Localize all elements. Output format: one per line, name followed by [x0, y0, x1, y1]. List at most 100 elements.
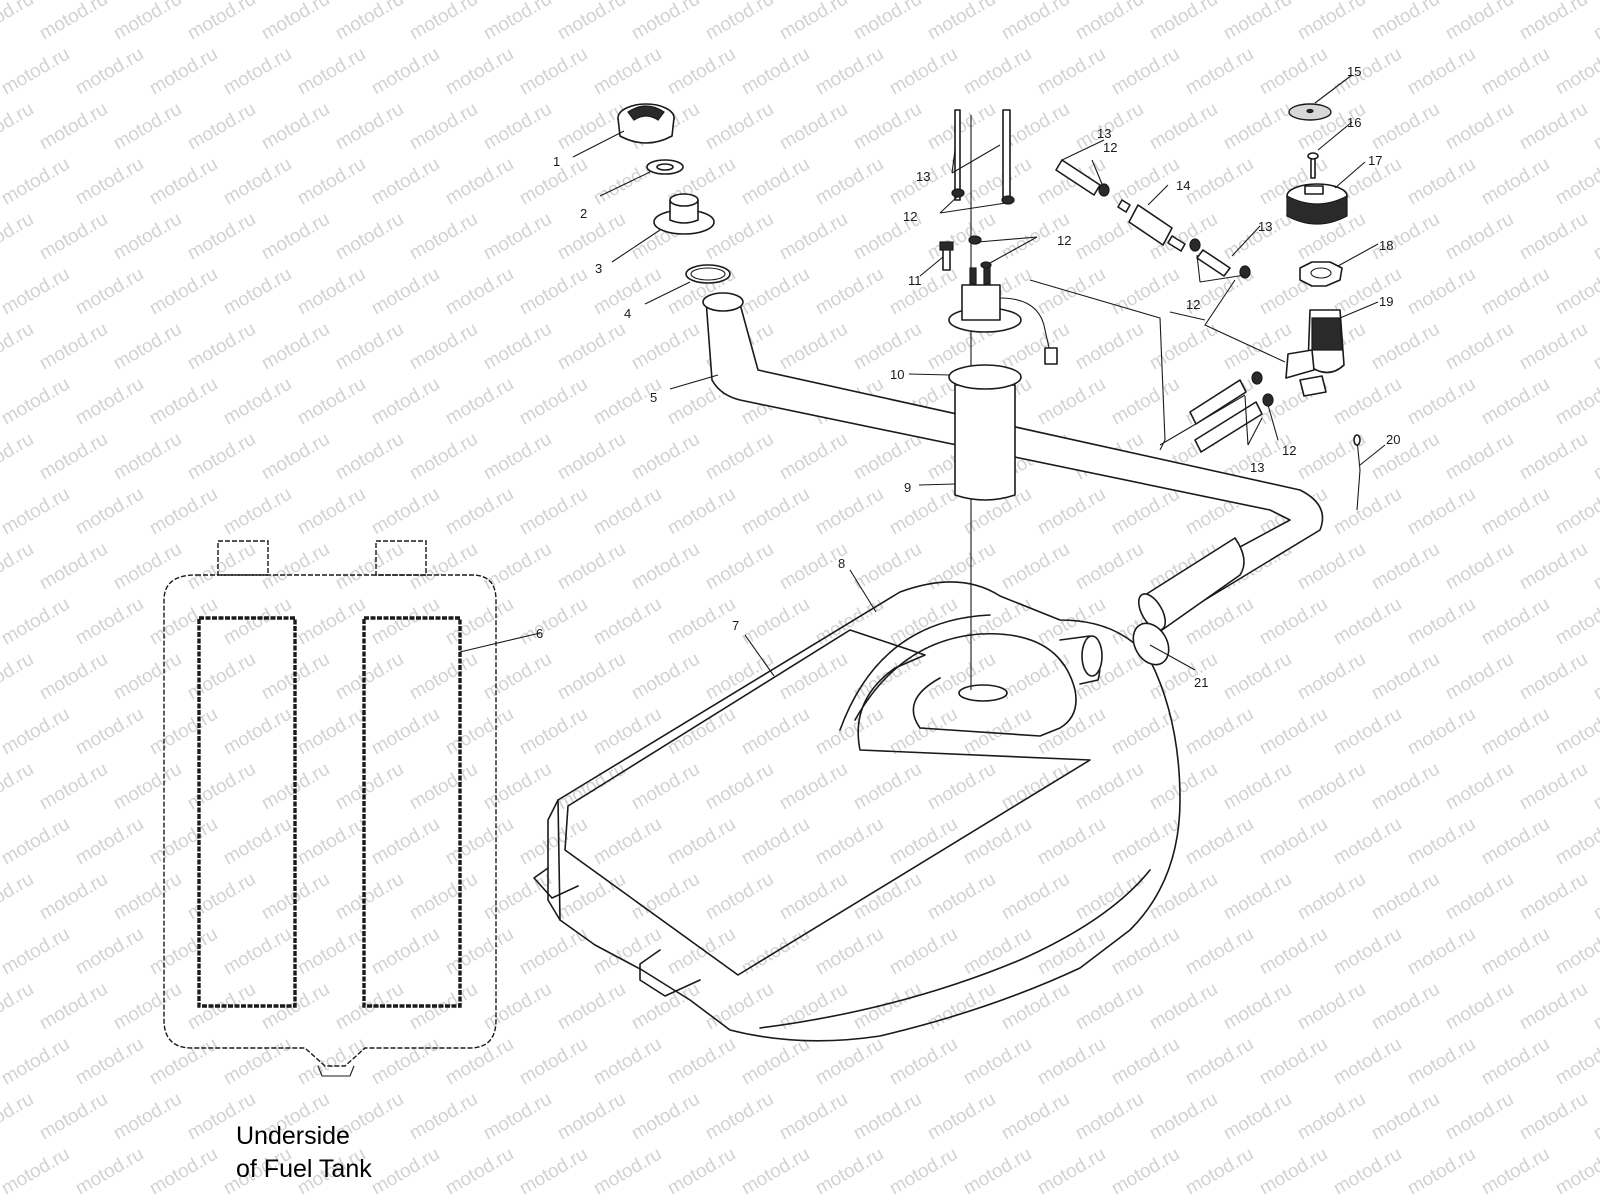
watermark-text: motod.ru — [36, 429, 111, 485]
watermark-text: motod.ru — [146, 264, 221, 320]
fuel-line-clamp-12-upper — [1098, 183, 1110, 197]
watermark-text: motod.ru — [480, 429, 555, 485]
watermark-text: motod.ru — [1034, 1144, 1109, 1200]
callout-16: 16 — [1347, 115, 1361, 130]
watermark-text: motod.ru — [1552, 264, 1600, 320]
watermark-text: motod.ru — [480, 649, 555, 705]
fuel-tank-mount-tab-right — [639, 949, 701, 997]
watermark-text: motod.ru — [590, 814, 665, 870]
watermark-text: motod.ru — [1368, 1089, 1443, 1145]
watermark-text: motod.ru — [184, 0, 259, 44]
watermark-text: motod.ru — [72, 1144, 147, 1200]
watermark-text: motod.ru — [1330, 374, 1405, 430]
watermark-text: motod.ru — [1220, 0, 1295, 44]
callout-13-vent: 13 — [916, 169, 930, 184]
underside-drain — [317, 1065, 355, 1077]
watermark-text: motod.ru — [664, 594, 739, 650]
watermark-text: motod.ru — [590, 924, 665, 980]
watermark-text: motod.ru — [776, 1089, 851, 1145]
watermark-text: motod.ru — [1330, 484, 1405, 540]
watermark-text: motod.ru — [960, 44, 1035, 100]
watermark-text: motod.ru — [554, 869, 629, 925]
pickup-tube-9 — [954, 384, 1016, 501]
watermark-text: motod.ru — [1516, 869, 1591, 925]
watermark-text: motod.ru — [702, 429, 777, 485]
watermark-text: motod.ru — [738, 1144, 813, 1200]
tank-underside-view — [163, 540, 497, 1077]
watermark-text: motod.ru — [480, 1089, 555, 1145]
watermark-text: motod.ru — [1072, 759, 1147, 815]
watermark-text: motod.ru — [1404, 154, 1479, 210]
watermark-text: motod.ru — [850, 429, 925, 485]
wire-clip-20 — [1356, 439, 1361, 511]
sender-washer-12c — [968, 235, 982, 245]
watermark-text: motod.ru — [220, 264, 295, 320]
watermark-text: motod.ru — [702, 539, 777, 595]
callout-19: 19 — [1379, 294, 1393, 309]
watermark-text: motod.ru — [1330, 1144, 1405, 1200]
watermark-text: motod.ru — [1146, 0, 1221, 44]
watermark-text: motod.ru — [1516, 649, 1591, 705]
callout-labels: 1 2 3 4 5 6 7 8 9 10 11 12 12 12 12 12 1… — [536, 64, 1400, 690]
pump-nut-18-hole — [1310, 267, 1332, 279]
fuel-tank-mount-tab-left — [533, 867, 579, 899]
watermark-text: motod.ru — [628, 979, 703, 1035]
fuel-line-13-lower-a — [1189, 379, 1247, 425]
watermark-text: motod.ru — [480, 319, 555, 375]
watermark-text: motod.ru — [1590, 649, 1600, 705]
watermark-text: motod.ru — [258, 0, 333, 44]
watermark-text: motod.ru — [1368, 539, 1443, 595]
watermark-text: motod.ru — [36, 759, 111, 815]
watermark-text: motod.ru — [702, 979, 777, 1035]
watermark-text: motod.ru — [554, 209, 629, 265]
watermark-text: motod.ru — [628, 539, 703, 595]
watermark-text: motod.ru — [368, 1144, 443, 1200]
watermark-text: motod.ru — [1182, 44, 1257, 100]
callout-17: 17 — [1368, 153, 1382, 168]
callout-5: 5 — [650, 390, 657, 405]
watermark-text: motod.ru — [0, 209, 37, 265]
watermark-text: motod.ru — [1034, 154, 1109, 210]
watermark-text: motod.ru — [1442, 759, 1517, 815]
watermark-text: motod.ru — [0, 1144, 73, 1200]
callout-12-upper: 12 — [1103, 140, 1117, 155]
sender-fitting-a — [969, 267, 977, 285]
watermark-text: motod.ru — [36, 209, 111, 265]
watermark-text: motod.ru — [332, 319, 407, 375]
watermark-text: motod.ru — [628, 759, 703, 815]
watermark-text: motod.ru — [998, 649, 1073, 705]
watermark-text: motod.ru — [0, 429, 37, 485]
watermark-text: motod.ru — [516, 264, 591, 320]
watermark-text: motod.ru — [332, 99, 407, 155]
watermark-text: motod.ru — [220, 1034, 295, 1090]
watermark-text: motod.ru — [590, 1034, 665, 1090]
watermark-text: motod.ru — [1330, 924, 1405, 980]
watermark-text: motod.ru — [590, 484, 665, 540]
watermark-text: motod.ru — [110, 539, 185, 595]
watermark-text: motod.ru — [184, 99, 259, 155]
pump-screw-16-head — [1307, 152, 1319, 160]
watermark-text: motod.ru — [332, 649, 407, 705]
watermark-text: motod.ru — [776, 319, 851, 375]
watermark-text: motod.ru — [924, 759, 999, 815]
watermark-text: motod.ru — [1182, 704, 1257, 760]
watermark-text: motod.ru — [72, 1034, 147, 1090]
watermark-text: motod.ru — [886, 924, 961, 980]
watermark-text: motod.ru — [1256, 704, 1331, 760]
fuel-pump-19-port-lower — [1299, 375, 1327, 397]
watermark-text: motod.ru — [1590, 869, 1600, 925]
fuel-line-13-upper — [1055, 159, 1101, 196]
watermark-text: motod.ru — [442, 1034, 517, 1090]
pump-cover-17-side — [1286, 195, 1348, 225]
watermark-text: motod.ru — [1404, 484, 1479, 540]
watermark-text: motod.ru — [184, 869, 259, 925]
watermark-text: motod.ru — [1404, 594, 1479, 650]
fuel-tank — [533, 581, 1181, 1042]
watermark-text: motod.ru — [924, 869, 999, 925]
watermark-text: motod.ru — [776, 869, 851, 925]
watermark-text: motod.ru — [1478, 264, 1553, 320]
watermark-text: motod.ru — [72, 924, 147, 980]
fuel-line-clamp-12-mid — [1189, 238, 1201, 252]
watermark-text: motod.ru — [368, 44, 443, 100]
underside-tank-outline — [163, 574, 497, 1067]
